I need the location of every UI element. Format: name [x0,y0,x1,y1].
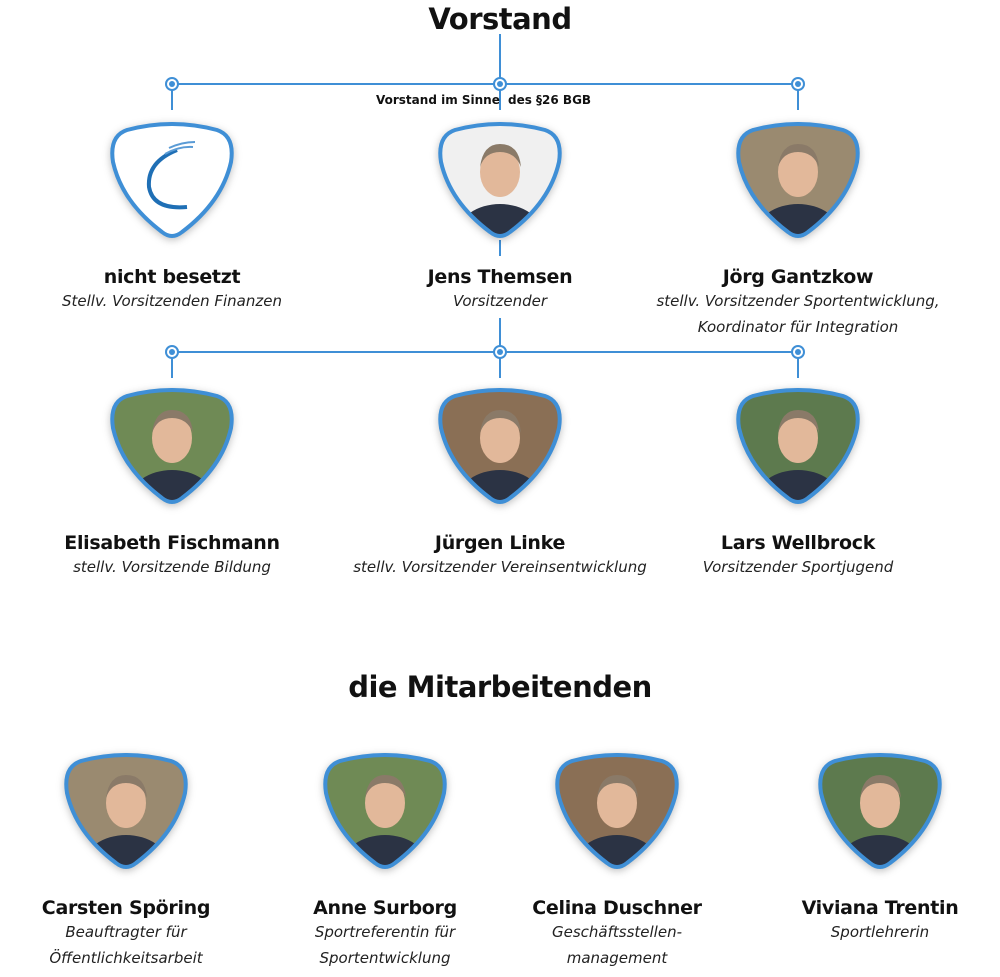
connector-node [493,345,507,359]
connector-node [791,345,805,359]
connector-node [493,77,507,91]
portrait-photo [323,753,447,869]
person-name: Jürgen Linke [434,532,566,554]
portrait-photo [438,388,562,504]
person-role: Vorsitzender [452,292,548,310]
person-card: Celina Duschner Geschäftsstellen- manage… [467,753,767,971]
person-name: Elisabeth Fischmann [64,532,280,554]
connector-node [165,77,179,91]
person-card: nicht besetzt Stellv. Vorsitzenden Finan… [22,122,322,314]
person-role: Sportreferentin für Sportentwicklung [314,923,456,967]
person-role: Beauftragter für Öffentlichkeitsarbeit [49,923,203,967]
connector-node [165,345,179,359]
connector [172,83,798,85]
connector [499,92,501,110]
board-note-left: Vorstand im Sinne [376,93,500,107]
heading-mitarbeitende: die Mitarbeitenden [348,670,652,704]
connector-node [791,77,805,91]
person-name: Viviana Trentin [801,897,959,919]
heading-vorstand: Vorstand [428,2,572,36]
club-logo-placeholder [110,122,234,238]
person-role: Sportlehrerin [830,923,930,941]
portrait-photo [438,122,562,238]
person-name: Jörg Gantzkow [722,266,874,288]
connector [499,34,501,94]
portrait-photo [555,753,679,869]
person-name: Carsten Spöring [41,897,211,919]
connector [172,351,798,353]
person-role: stellv. Vorsitzender Vereinsentwicklung [353,558,647,576]
person-card: Jörg Gantzkow stellv. Vorsitzender Sport… [648,122,948,340]
connector [171,352,173,378]
person-card: Elisabeth Fischmann stellv. Vorsitzende … [22,388,322,580]
portrait-photo [736,388,860,504]
person-card: Viviana Trentin Sportlehrerin [730,753,1000,945]
connector [499,240,501,256]
portrait-photo [736,122,860,238]
portrait-photo [64,753,188,869]
connector [797,352,799,378]
portrait-photo [110,388,234,504]
person-name: nicht besetzt [103,266,241,288]
person-card: Jens Themsen Vorsitzender [350,122,650,314]
person-name: Celina Duschner [532,897,702,919]
person-card: Carsten Spöring Beauftragter für Öffentl… [0,753,276,971]
person-name: Jens Themsen [427,266,573,288]
person-role: Geschäftsstellen- management [552,923,682,967]
connector [797,84,799,110]
board-note-right: des §26 BGB [508,93,592,107]
person-role: stellv. Vorsitzender Sportentwicklung, K… [656,292,940,336]
person-role: Stellv. Vorsitzenden Finanzen [62,292,282,310]
portrait-photo [818,753,942,869]
person-role: stellv. Vorsitzende Bildung [73,558,271,576]
person-name: Lars Wellbrock [720,532,876,554]
person-card: Lars Wellbrock Vorsitzender Sportjugend [648,388,948,580]
connector [171,84,173,110]
person-role: Vorsitzender Sportjugend [702,558,894,576]
person-card: Jürgen Linke stellv. Vorsitzender Verein… [350,388,650,580]
person-card: Anne Surborg Sportreferentin für Sporten… [235,753,535,971]
person-name: Anne Surborg [313,897,457,919]
